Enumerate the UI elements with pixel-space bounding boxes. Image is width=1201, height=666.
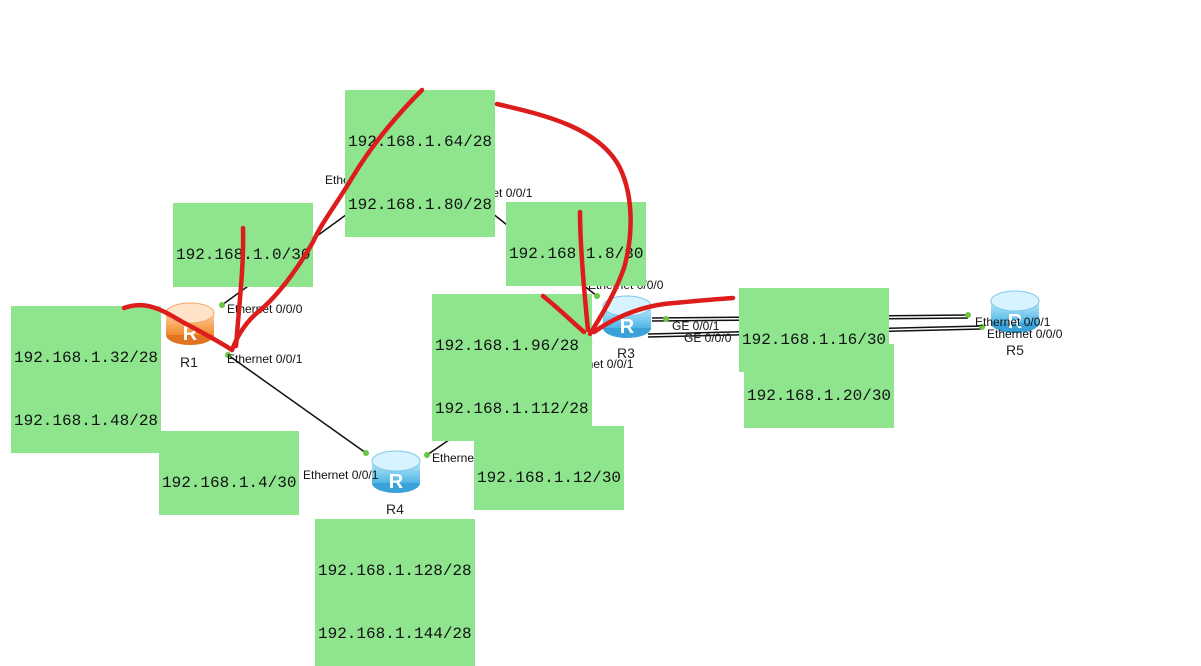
port-dot: [363, 450, 369, 456]
port-dot: [219, 302, 225, 308]
router-r4-icon[interactable]: R: [371, 450, 421, 493]
subnet-note-r2-r3: 192.168.1.8/30: [506, 202, 647, 286]
subnet-text: 192.168.1.48/28: [14, 412, 159, 430]
svg-text:R: R: [183, 323, 198, 345]
subnet-text: 192.168.1.8/30: [509, 245, 644, 263]
port-dot: [225, 352, 231, 358]
router-label-r4: R4: [386, 501, 404, 517]
subnet-text: 192.168.1.0/30: [176, 246, 311, 264]
subnet-text: 192.168.1.128/28: [318, 562, 472, 580]
port-dot: [663, 316, 669, 322]
router-label-r1: R1: [180, 354, 198, 370]
subnet-note-r3-r4: 192.168.1.12/30: [474, 426, 625, 510]
subnet-note-r1-r2: 192.168.1.0/30: [173, 203, 314, 287]
subnet-text: 192.168.1.144/28: [318, 625, 472, 643]
svg-text:R: R: [620, 316, 635, 338]
subnet-text: 192.168.1.20/30: [747, 387, 892, 405]
port-dot: [965, 312, 971, 318]
link-r1-r4: [227, 354, 367, 454]
subnet-text: 192.168.1.96/28: [435, 337, 580, 355]
router-r3-icon[interactable]: R: [602, 295, 652, 338]
port-label-r5-e000: Ethernet 0/0/0: [987, 327, 1063, 341]
port-dot: [594, 293, 600, 299]
port-label-r3-ge000: GE 0/0/0: [684, 331, 732, 345]
subnet-note-r1-r4: 192.168.1.4/30: [159, 431, 300, 515]
subnet-note-r3-lan: 192.168.1.96/28 192.168.1.112/28: [432, 294, 592, 441]
router-r1-icon[interactable]: R: [165, 302, 215, 345]
port-dot: [979, 324, 985, 330]
port-label-r1-e000: Ethernet 0/0/0: [227, 302, 303, 316]
subnet-note-r4-lan: 192.168.1.128/28 192.168.1.144/28: [315, 519, 475, 666]
port-dot: [424, 452, 430, 458]
subnet-note-r1-lan: 192.168.1.32/28 192.168.1.48/28: [11, 306, 162, 453]
subnet-text: 192.168.1.80/28: [348, 196, 493, 214]
subnet-text: 192.168.1.4/30: [162, 474, 297, 492]
svg-text:R: R: [1008, 311, 1023, 333]
subnet-text: 192.168.1.112/28: [435, 400, 589, 418]
subnet-text: 192.168.1.64/28: [348, 133, 493, 151]
router-label-r3: R3: [617, 345, 635, 361]
subnet-text: 192.168.1.32/28: [14, 349, 159, 367]
port-label-r4-e001: Ethernet 0/0/1: [303, 468, 379, 482]
subnet-note-r2-lan: 192.168.1.64/28 192.168.1.80/28: [345, 90, 496, 237]
port-label-r5-e001: Ethernet 0/0/1: [975, 315, 1051, 329]
svg-text:R: R: [389, 471, 404, 493]
subnet-note-r3-r5-b: 192.168.1.20/30: [744, 344, 895, 428]
router-r5-icon[interactable]: R: [990, 290, 1040, 333]
port-label-r1-e001: Ethernet 0/0/1: [227, 352, 303, 366]
subnet-text: 192.168.1.12/30: [477, 469, 622, 487]
router-label-r5: R5: [1006, 342, 1024, 358]
